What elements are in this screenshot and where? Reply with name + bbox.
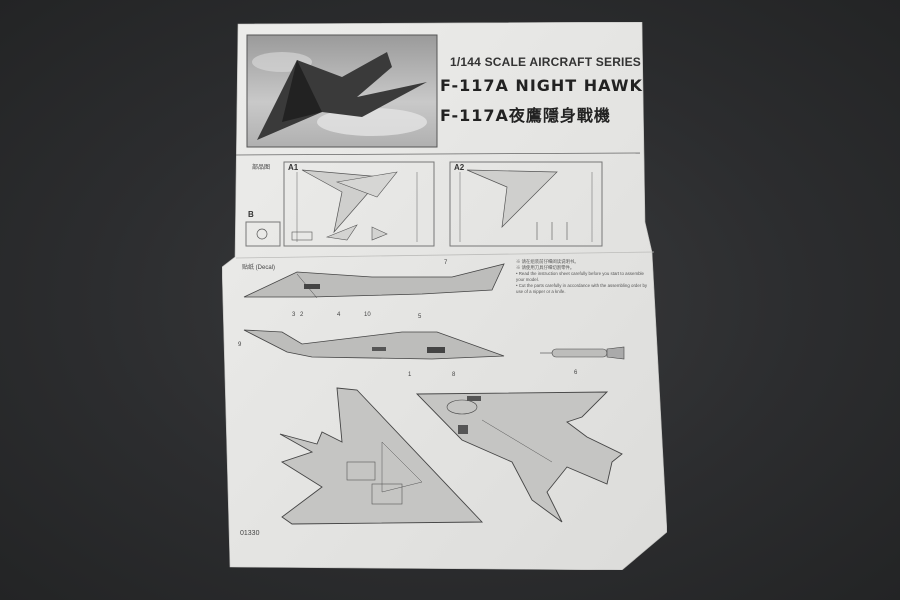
fold-line: [235, 251, 655, 259]
callout-number: 4: [337, 312, 341, 318]
sprue-a1-frame: [283, 161, 435, 247]
parts-header: 部品图: [252, 165, 271, 171]
callout-number: 8: [452, 372, 456, 378]
callout-number: 1: [408, 372, 412, 378]
sprue-a2-frame: [449, 161, 603, 247]
note-line: ※ 请在组装前仔细阅读说明书。: [516, 259, 579, 264]
sprue-a1-label: A1: [288, 163, 299, 172]
callout-number: 6: [574, 370, 578, 376]
sprue-a2-label: A2: [454, 163, 465, 172]
callout-number: 7: [444, 260, 448, 266]
instruction-sheet: 1/144 SCALE AIRCRAFT SERIES F-117A NIGHT…: [222, 22, 667, 570]
sprue-a2-fuselage-part: [466, 169, 558, 228]
callout-number: 9: [238, 342, 242, 348]
note-line: • Cut the parts carefully in accordance …: [516, 283, 648, 294]
product-code: 01330: [240, 530, 260, 537]
sprue-b-label: B: [248, 210, 254, 219]
series-label: 1/144 SCALE AIRCRAFT SERIES: [450, 55, 641, 69]
top-view-left: [279, 387, 484, 525]
title-english: F-117A NIGHT HAWK: [440, 76, 643, 95]
callout-number: 3: [292, 312, 296, 318]
callout-number: 10: [364, 312, 371, 318]
bomb-part: [551, 348, 608, 358]
top-view-right: [415, 391, 623, 523]
callout-number: 5: [418, 314, 422, 320]
sprue-b-frame: [245, 221, 281, 247]
decal-header: 贴纸 (Decal): [242, 265, 276, 271]
sheet-artwork: [222, 22, 667, 570]
note-line: • Read the instruction sheet carefully b…: [516, 271, 644, 282]
callout-number: 2: [300, 312, 304, 318]
note-line: ※ 请使用刀具仔细切割零件。: [516, 265, 575, 270]
assembly-notes: ※ 请在组装前仔细阅读说明书。 ※ 请使用刀具仔细切割零件。 • Read th…: [516, 259, 651, 295]
title-chinese: F-117A夜鷹隱身戰機: [440, 106, 611, 125]
